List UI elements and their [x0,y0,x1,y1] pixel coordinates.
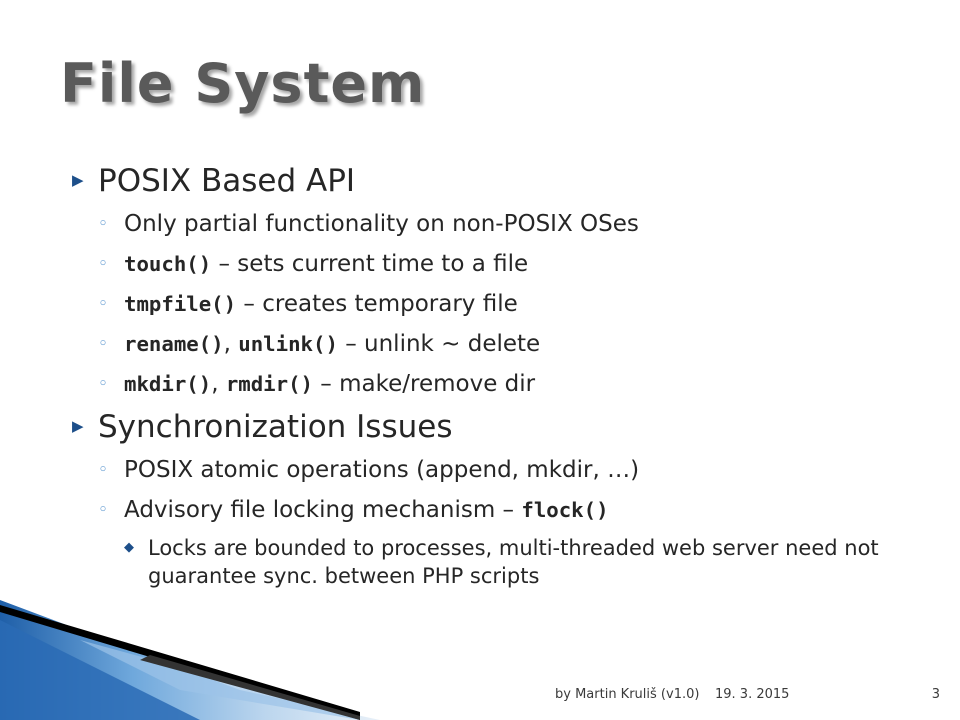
bullet-synchronization: ▶ Synchronization Issues [72,404,932,450]
circle-bullet-icon: ◦ [98,294,109,314]
sub-bullet: ◦ Advisory file locking mechanism – floc… [98,490,932,530]
footer: by Martin Kruliš (v1.0) 19. 3. 2015 3 [555,687,940,707]
circle-bullet-icon: ◦ [98,460,109,480]
triangle-bullet-icon: ▶ [72,417,84,435]
sub-bullet-text: – creates temporary file [236,291,518,317]
code-rename: rename() [124,332,224,356]
bullet-list: ▶ POSIX Based API ◦ Only partial functio… [72,158,932,590]
circle-bullet-icon: ◦ [98,374,109,394]
sub-bullet-text: Advisory file locking mechanism – [124,497,522,523]
slide-title: File System [60,52,426,115]
circle-bullet-icon: ◦ [98,334,109,354]
sub-bullet-text: – unlink ~ delete [337,331,541,357]
sub-bullet: ◦ Only partial functionality on non-POSI… [98,204,932,244]
bullet-posix-api: ▶ POSIX Based API [72,158,932,204]
circle-bullet-icon: ◦ [98,214,109,234]
circle-bullet-icon: ◦ [98,500,109,520]
sub-sub-bullet: ◆ Locks are bounded to processes, multi-… [124,534,932,590]
bullet-text: Synchronization Issues [98,409,453,445]
separator: , [211,371,226,397]
sub-bullet: ◦ touch() – sets current time to a file [98,244,932,284]
footer-author: by Martin Kruliš (v1.0) [555,687,700,702]
footer-date: 19. 3. 2015 [715,687,790,702]
page-number: 3 [931,687,940,702]
code-mkdir: mkdir() [124,372,212,396]
circle-bullet-icon: ◦ [98,254,109,274]
triangle-bullet-icon: ▶ [72,171,84,189]
diamond-bullet-icon: ◆ [124,540,134,555]
separator: , [223,331,239,357]
code-flock: flock() [521,498,609,522]
code-tmpfile: tmpfile() [124,292,237,316]
sub-bullet: ◦ mkdir(), rmdir() – make/remove dir [98,364,932,404]
sub-bullet-text: – sets current time to a file [211,251,529,277]
sub-bullet: ◦ POSIX atomic operations (append, mkdir… [98,450,932,490]
code-unlink: unlink() [238,332,338,356]
sub-bullet: ◦ tmpfile() – creates temporary file [98,284,932,324]
code-rmdir: rmdir() [225,372,313,396]
sub-bullet-text: POSIX atomic operations (append, mkdir, … [124,457,640,483]
sub-bullet-text: Only partial functionality on non-POSIX … [124,211,639,237]
sub-bullet: ◦ rename(), unlink() – unlink ~ delete [98,324,932,364]
sub-bullet-text: – make/remove dir [313,371,536,397]
bullet-text: POSIX Based API [98,163,356,199]
sub-sub-bullet-text: Locks are bounded to processes, multi-th… [148,536,879,588]
code-touch: touch() [124,252,212,276]
